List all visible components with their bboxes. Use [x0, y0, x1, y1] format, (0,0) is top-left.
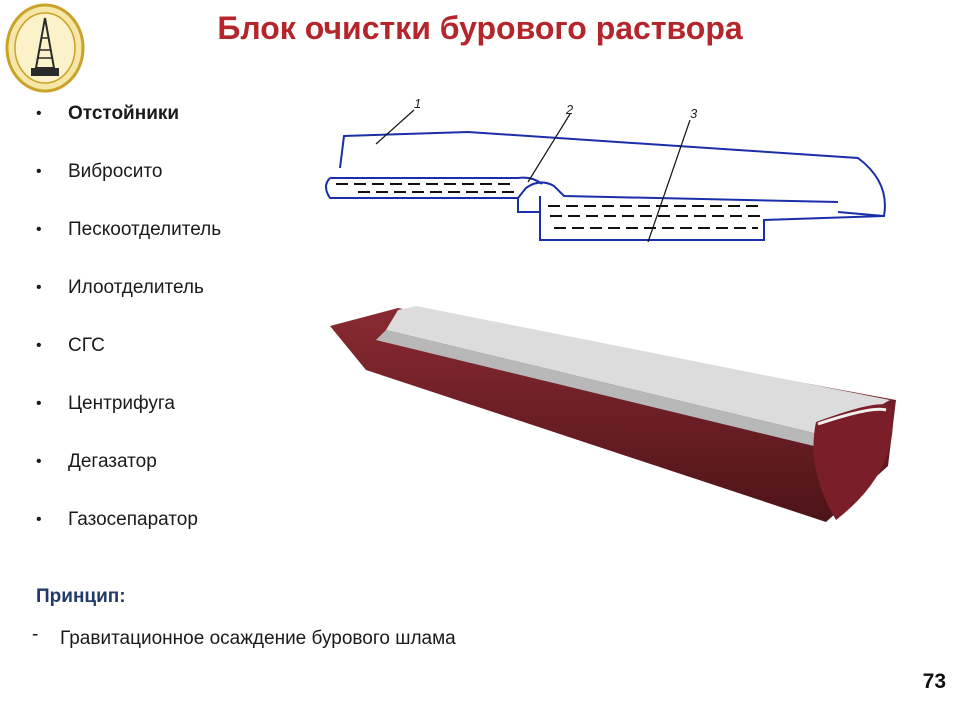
list-item: • Пескоотделитель: [36, 212, 221, 270]
derrick-emblem-icon: [5, 3, 85, 93]
list-item: • Илоотделитель: [36, 270, 221, 328]
list-item: • СГС: [36, 328, 221, 386]
list-item: • Вибросито: [36, 154, 221, 212]
bullet-marker: •: [36, 163, 42, 180]
dash-marker: -: [32, 624, 39, 645]
list-item: • Газосепаратор: [36, 502, 221, 560]
list-item: • Центрифуга: [36, 386, 221, 444]
diagram-label-3: 3: [690, 106, 698, 121]
bullet-marker: •: [36, 105, 42, 122]
bullet-marker: •: [36, 221, 42, 238]
principle-text: Гравитационное осаждение бурового шлама: [60, 628, 456, 649]
trough-illustration: [326, 300, 900, 530]
bullet-marker: •: [36, 279, 42, 296]
bullet-marker: •: [36, 511, 42, 528]
bullet-marker: •: [36, 453, 42, 470]
settling-tank-diagram: 1 2 3: [318, 92, 898, 258]
diagram-label-1: 1: [414, 96, 421, 111]
diagram-label-2: 2: [565, 102, 574, 117]
page-title: Блок очистки бурового раствора: [217, 10, 743, 46]
list-item: • Отстойники: [36, 96, 221, 154]
page-number: 73: [922, 670, 946, 693]
principle-heading: Принцип:: [36, 586, 126, 607]
equipment-list: • Отстойники • Вибросито • Пескоотделите…: [36, 96, 221, 560]
bullet-marker: •: [36, 337, 42, 354]
logo: [4, 2, 86, 94]
principle-item: -Гравитационное осаждение бурового шлама: [32, 624, 456, 650]
list-item: • Дегазатор: [36, 444, 221, 502]
bullet-marker: •: [36, 395, 42, 412]
